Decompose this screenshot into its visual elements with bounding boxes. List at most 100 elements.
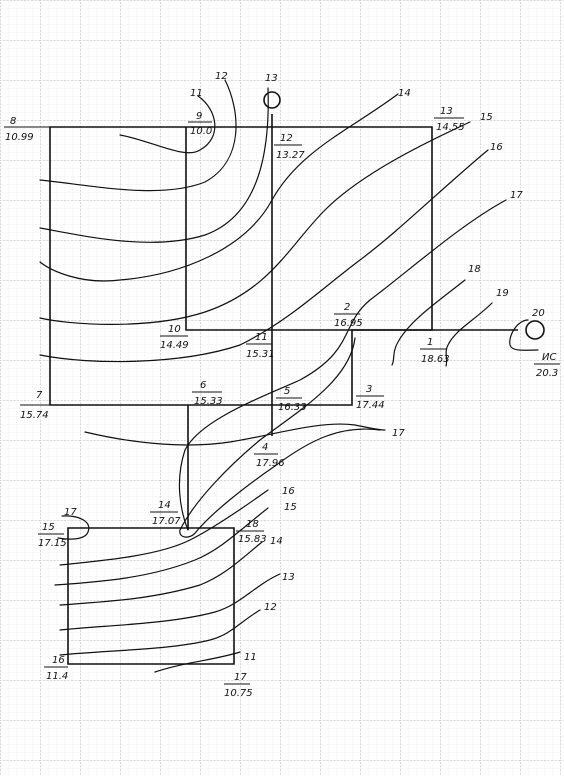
station-16: 16 11.4 bbox=[44, 655, 68, 682]
station-number: 2 bbox=[344, 302, 350, 313]
station-3: 3 17.44 bbox=[356, 384, 385, 411]
contour-lines bbox=[39, 79, 539, 673]
station-number: 8 bbox=[10, 116, 16, 127]
station-number: 15 bbox=[42, 522, 55, 533]
station-1: 1 18.63 bbox=[420, 337, 450, 365]
contour-label: 16 bbox=[282, 486, 295, 497]
station-elevation: 13.27 bbox=[276, 150, 305, 161]
station-6: 6 15.33 bbox=[192, 380, 223, 407]
station-number: 5 bbox=[284, 386, 290, 397]
contour-label: 20 bbox=[532, 308, 545, 319]
station-8: 8 10.99 bbox=[4, 116, 50, 143]
contour-label: 19 bbox=[496, 288, 509, 299]
well-marker-13 bbox=[263, 91, 281, 109]
contour-15-lower bbox=[54, 507, 269, 586]
contour-14-top bbox=[39, 93, 399, 282]
contour-label: 18 bbox=[468, 264, 481, 275]
contour-12-lower bbox=[59, 609, 261, 656]
contour-label: 13 bbox=[282, 572, 295, 583]
contour-13-lower bbox=[59, 573, 281, 631]
station-number: 6 bbox=[200, 380, 206, 391]
station-number: 7 bbox=[36, 390, 43, 401]
station-10: 10 14.49 bbox=[160, 324, 189, 351]
station-number: 1 bbox=[427, 337, 433, 348]
station-elevation: 11.4 bbox=[46, 671, 68, 682]
station-elevation: 14.49 bbox=[160, 340, 189, 351]
station-number: 11 bbox=[255, 332, 268, 343]
contour-17-lower bbox=[57, 515, 90, 540]
contour-label: 14 bbox=[270, 536, 283, 547]
station-elevation: 10.75 bbox=[224, 688, 253, 699]
station-4: 4 17.96 bbox=[254, 442, 285, 469]
outline-lower-building bbox=[67, 527, 235, 665]
contour-label: 17 bbox=[510, 190, 523, 201]
contour-label: 11 bbox=[190, 88, 203, 99]
contour-label: 12 bbox=[264, 602, 277, 613]
station-number: 14 bbox=[158, 500, 171, 511]
station-elevation: 17.96 bbox=[256, 458, 285, 469]
station-elevation: 16.95 bbox=[334, 318, 363, 329]
contour-19 bbox=[445, 302, 493, 367]
contour-20 bbox=[509, 319, 539, 351]
station-number: 13 bbox=[440, 106, 453, 117]
station-17: 17 10.75 bbox=[224, 672, 253, 699]
station-14: 14 17.07 bbox=[150, 500, 181, 527]
contour-15-top bbox=[39, 121, 471, 325]
station-elevation: 16.33 bbox=[278, 402, 307, 413]
station-elevation: 15.74 bbox=[20, 410, 49, 421]
station-number: 17 bbox=[234, 672, 247, 683]
station-number: 18 bbox=[246, 519, 259, 530]
contour-16-top bbox=[39, 149, 489, 363]
contour-17-top bbox=[178, 199, 507, 531]
station-elevation: 17.44 bbox=[356, 400, 385, 411]
station-number: 9 bbox=[196, 111, 202, 122]
station-elevation: 17.15 bbox=[38, 538, 67, 549]
station-ic: ИС 20.3 bbox=[534, 352, 560, 379]
station-elevation: 18.63 bbox=[421, 354, 450, 365]
contour-label: 11 bbox=[244, 652, 257, 663]
contour-16-lower bbox=[59, 489, 269, 566]
contour-label: 15 bbox=[480, 112, 493, 123]
contour-11-top bbox=[119, 95, 216, 154]
station-2: 2 16.95 bbox=[334, 302, 363, 329]
well-marker-20 bbox=[525, 320, 545, 340]
station-elevation: 20.3 bbox=[536, 368, 558, 379]
contour-label: 12 bbox=[215, 71, 228, 82]
station-9: 9 10.0 bbox=[188, 111, 212, 137]
station-elevation: 14.55 bbox=[436, 122, 465, 133]
contour-labels: 11 12 13 14 15 16 17 18 19 20 17 17 16 1… bbox=[64, 71, 545, 663]
contour-label: 13 bbox=[265, 73, 278, 84]
contour-13-top bbox=[39, 87, 269, 243]
contour-label: 14 bbox=[398, 88, 411, 99]
station-11: 11 15.31 bbox=[246, 332, 275, 360]
contour-label: 15 bbox=[284, 502, 297, 513]
contour-label: 16 bbox=[490, 142, 503, 153]
outline-inner-square bbox=[185, 127, 352, 331]
station-15: 15 17.15 bbox=[38, 522, 67, 549]
station-number: ИС bbox=[542, 352, 556, 363]
station-number: 10 bbox=[168, 324, 181, 335]
station-number: 12 bbox=[280, 133, 293, 144]
station-12: 12 13.27 bbox=[274, 133, 305, 161]
station-elevation: 15.31 bbox=[246, 349, 275, 360]
contour-label: 17 bbox=[392, 428, 405, 439]
station-7: 7 15.74 bbox=[20, 390, 50, 421]
station-elevation: 15.83 bbox=[238, 534, 267, 545]
contour-label: 17 bbox=[64, 507, 77, 518]
station-13: 13 14.55 bbox=[434, 106, 465, 133]
contour-12-top bbox=[39, 79, 237, 192]
station-elevation: 15.33 bbox=[194, 396, 223, 407]
station-number: 16 bbox=[52, 655, 65, 666]
station-points: 8 10.99 9 10.0 12 13.27 13 14.55 10 14.4… bbox=[4, 106, 560, 699]
station-number: 4 bbox=[262, 442, 268, 453]
contour-18 bbox=[391, 279, 466, 366]
station-18: 18 15.83 bbox=[236, 519, 267, 545]
station-elevation: 17.07 bbox=[152, 516, 181, 527]
station-elevation: 10.99 bbox=[5, 132, 34, 143]
station-5: 5 16.33 bbox=[276, 386, 307, 413]
station-elevation: 10.0 bbox=[190, 126, 212, 137]
contour-11-lower bbox=[154, 651, 241, 673]
contour-14-lower bbox=[59, 541, 263, 606]
contour-17-hook bbox=[179, 337, 381, 538]
